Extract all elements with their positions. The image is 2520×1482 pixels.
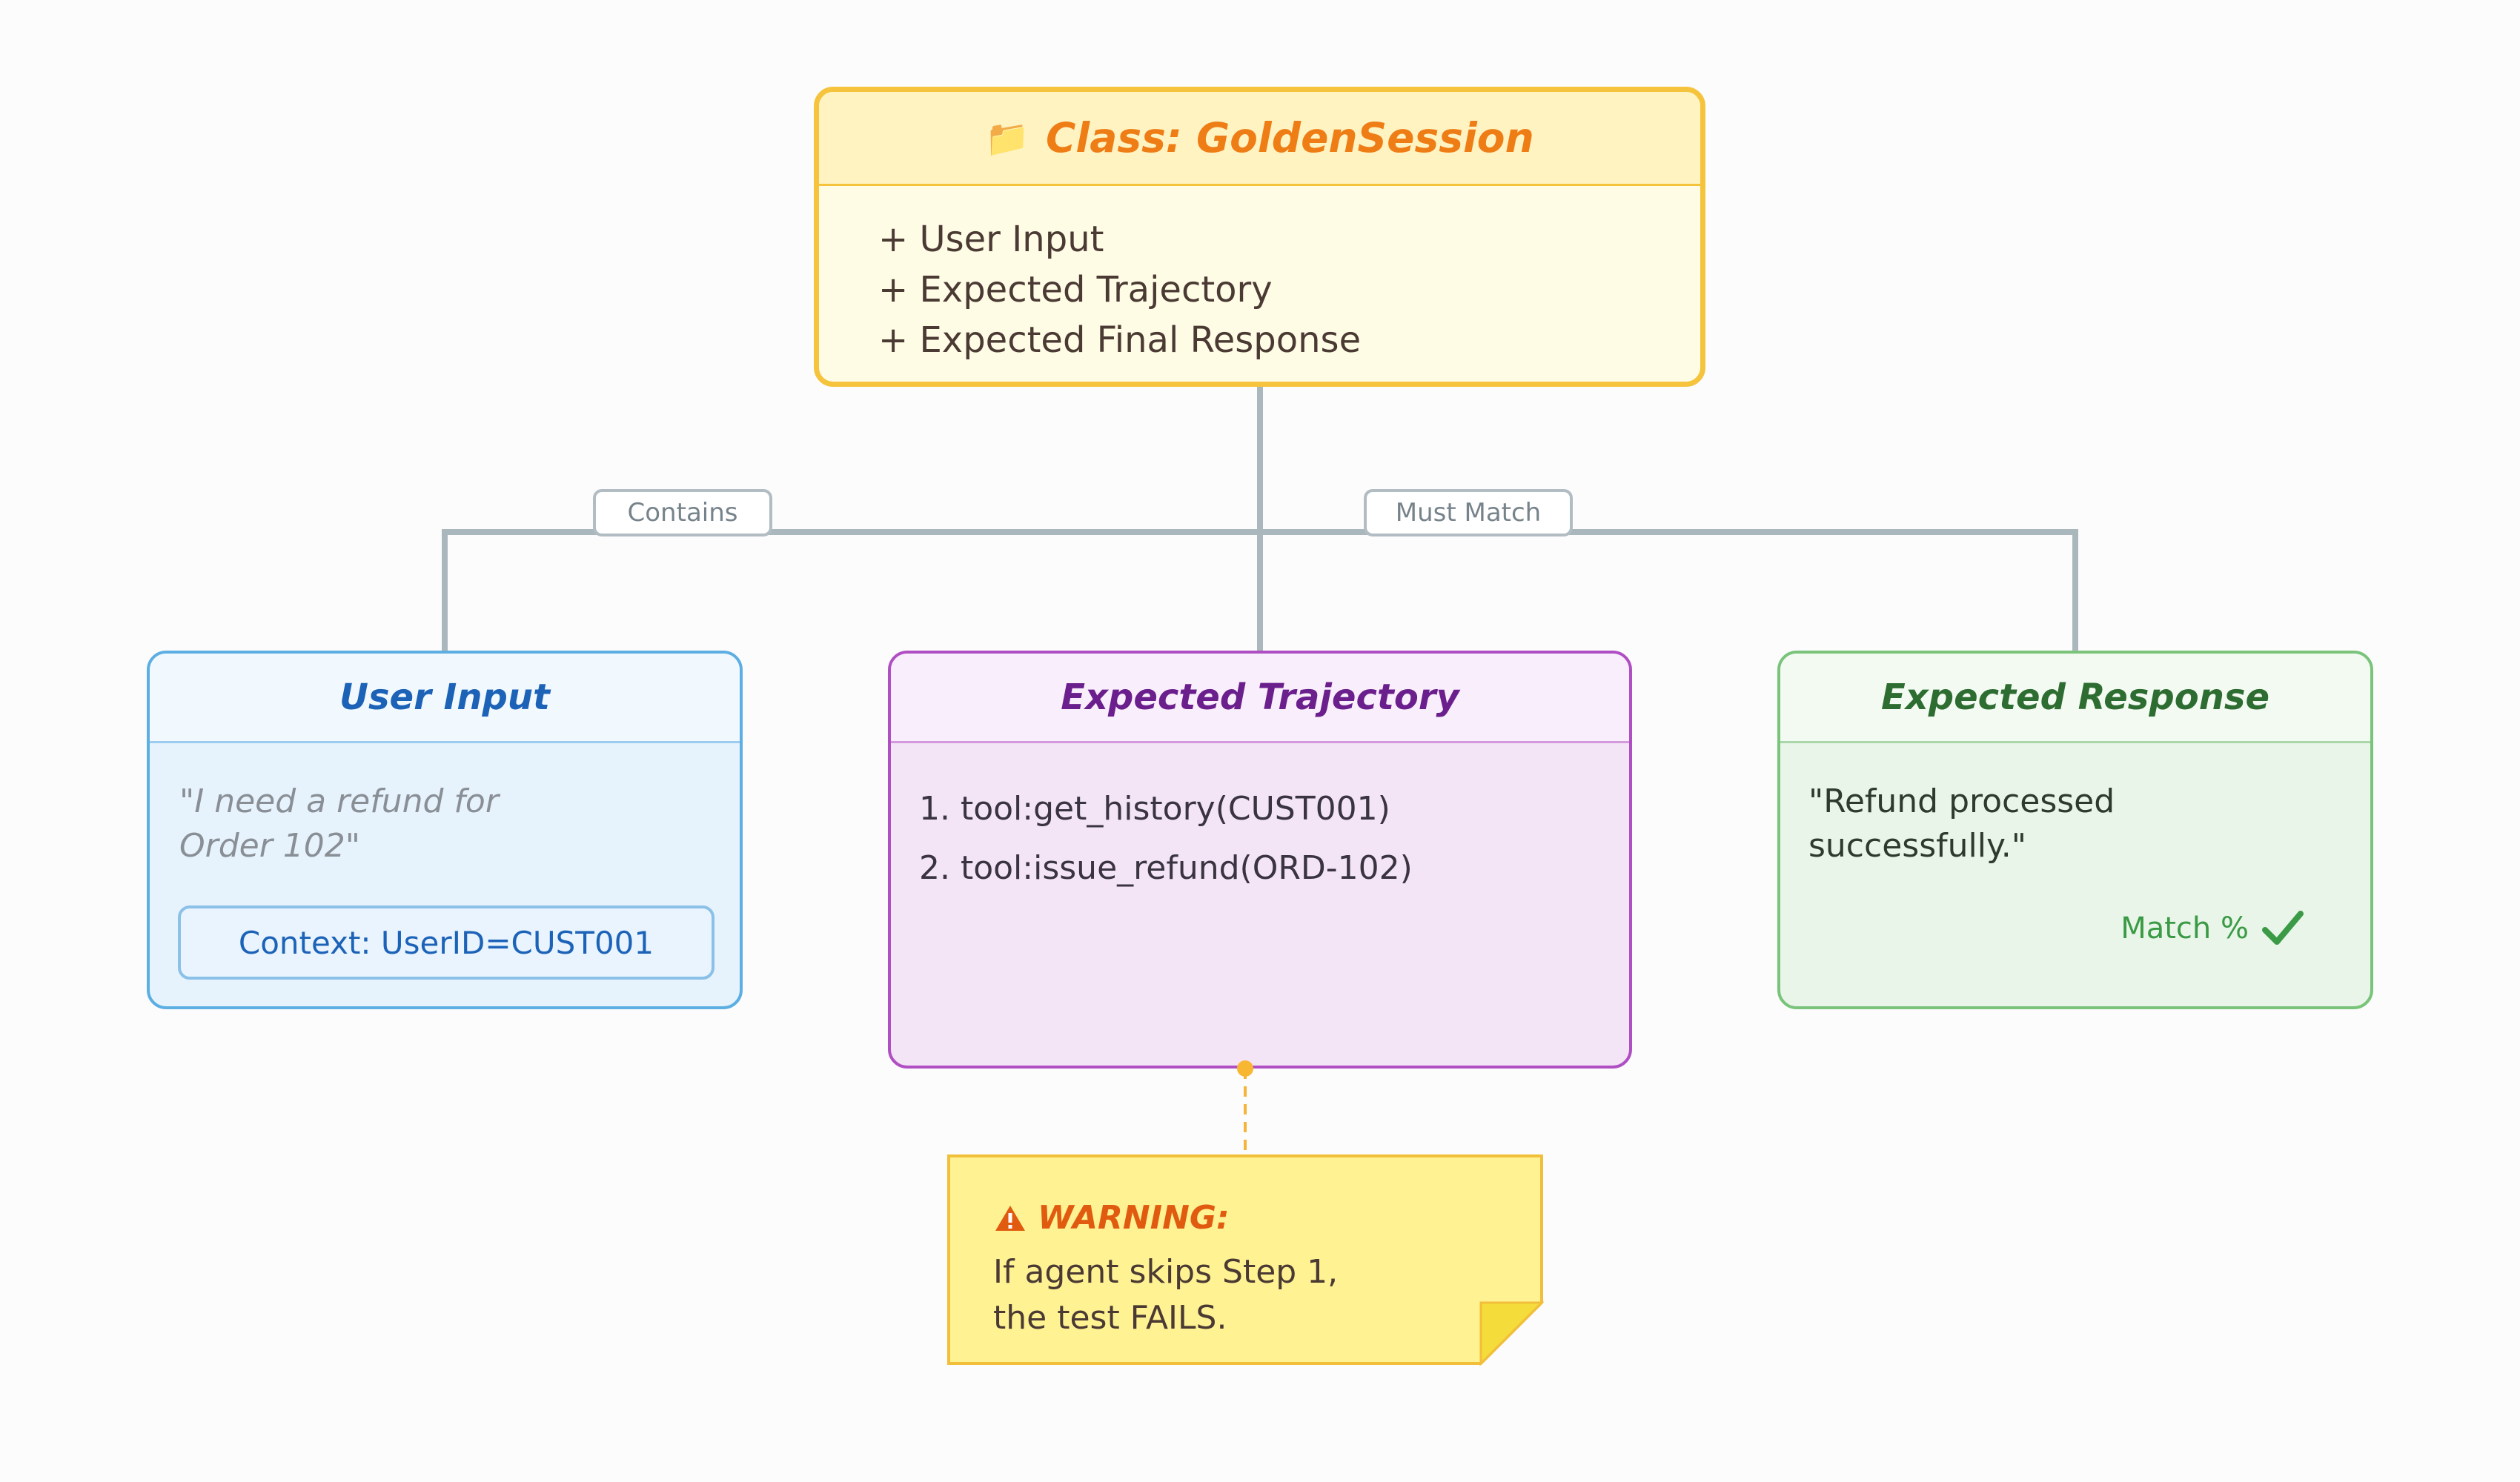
trajectory-steps: 1. tool:get_history(CUST001) 2. tool:iss… — [919, 780, 1413, 898]
response-text: "Refund processed successfully." — [1808, 780, 2115, 868]
response-title: Expected Response — [1880, 677, 2269, 718]
context-pill: Context: UserID=CUST001 — [178, 906, 714, 980]
class-box-header: 📁 Class: GoldenSession — [819, 92, 1700, 186]
user-input-title: User Input — [339, 677, 550, 718]
checkmark-icon — [2262, 911, 2304, 945]
trajectory-step: 1. tool:get_history(CUST001) — [919, 790, 1390, 828]
response-header: Expected Response — [1780, 654, 2370, 743]
attribute-user-input: + User Input — [878, 219, 1104, 260]
edge-label-must-match: Must Match — [1364, 489, 1573, 536]
user-input-quote-line: "I need a refund for — [179, 782, 499, 820]
user-input-box: User Input "I need a refund for Order 10… — [147, 651, 743, 1009]
trajectory-header: Expected Trajectory — [891, 654, 1629, 743]
match-indicator: Match % — [2121, 909, 2304, 948]
response-text-line: successfully." — [1808, 827, 2026, 865]
class-attributes: + User Input + Expected Trajectory + Exp… — [819, 186, 1700, 365]
match-label: Match % — [2121, 911, 2249, 946]
expected-trajectory-box: Expected Trajectory 1. tool:get_history(… — [888, 651, 1632, 1069]
user-input-quote: "I need a refund for Order 102" — [179, 780, 499, 868]
trajectory-title: Expected Trajectory — [1061, 677, 1459, 718]
class-box: 📁 Class: GoldenSession + User Input + Ex… — [814, 87, 1705, 387]
response-text-line: "Refund processed — [1808, 782, 2115, 820]
warning-title-text: WARNING: — [1038, 1199, 1230, 1237]
edge-label-contains: Contains — [593, 489, 772, 536]
warning-message: If agent skips Step 1, the test FAILS. — [993, 1249, 1338, 1341]
attribute-expected-final-response: + Expected Final Response — [878, 319, 1362, 361]
user-input-quote-line: Order 102" — [179, 827, 361, 865]
warning-icon — [995, 1205, 1025, 1231]
folder-icon: 📁 — [985, 117, 1029, 159]
class-title: Class: GoldenSession — [1046, 114, 1534, 162]
trajectory-step: 2. tool:issue_refund(ORD-102) — [919, 849, 1413, 887]
connector-dot — [1237, 1060, 1253, 1077]
warning-note: WARNING: If agent skips Step 1, the test… — [947, 1154, 1545, 1369]
sticky-note-shape — [947, 1154, 1545, 1366]
warning-title: WARNING: — [993, 1199, 1230, 1237]
user-input-header: User Input — [150, 654, 740, 743]
warning-message-line: the test FAILS. — [993, 1299, 1227, 1337]
expected-response-box: Expected Response "Refund processed succ… — [1777, 651, 2373, 1009]
warning-message-line: If agent skips Step 1, — [993, 1253, 1339, 1291]
attribute-expected-trajectory: + Expected Trajectory — [878, 269, 1273, 310]
